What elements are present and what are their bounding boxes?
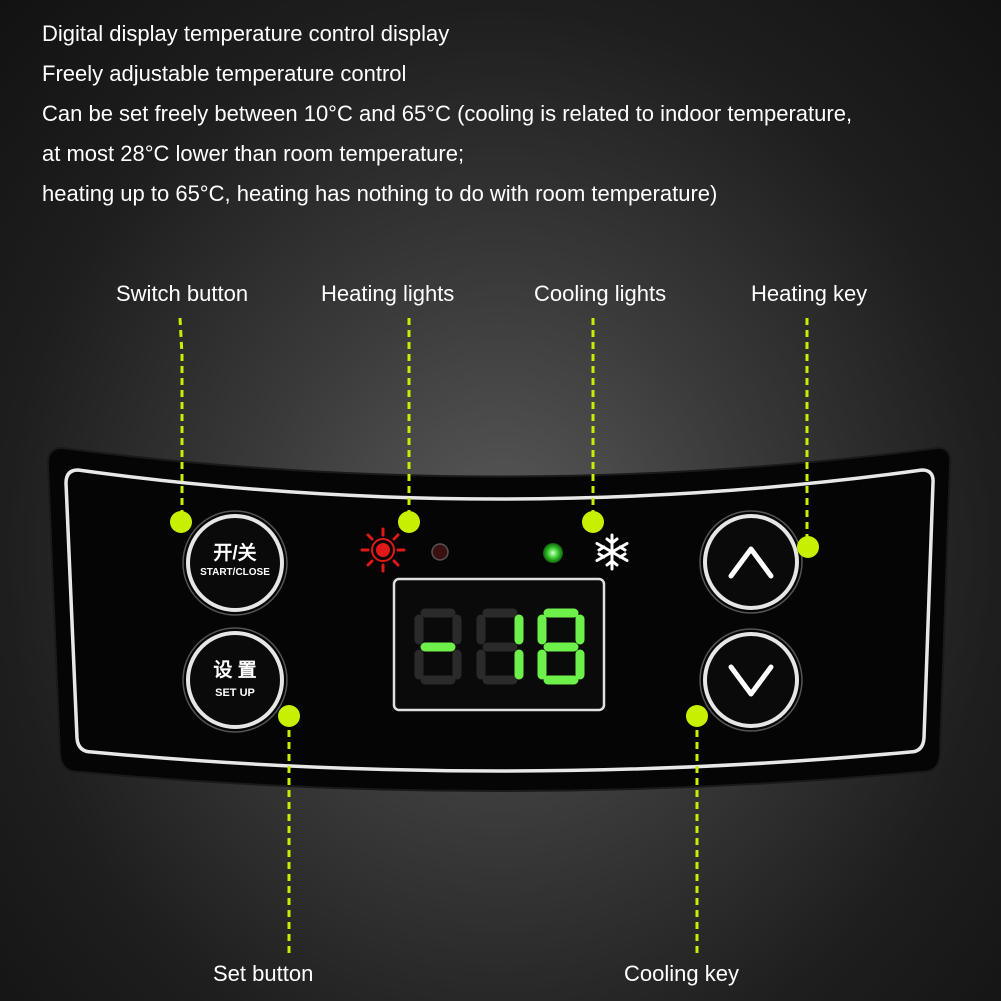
set-up-cn-label: 设 置 [213, 660, 257, 681]
display-digits [414, 608, 585, 685]
up-arrow-icon [728, 546, 774, 579]
description-line: heating up to 65°C, heating has nothing … [42, 181, 718, 206]
sun-icon [360, 527, 406, 573]
heating-lights-label: Heating lights [321, 281, 455, 306]
cooling-lights-label: Cooling lights [534, 281, 667, 306]
heating-led [431, 543, 449, 561]
switch-button-label: Switch button [116, 281, 249, 306]
down-arrow-icon [728, 664, 774, 697]
description-line: Digital display temperature control disp… [42, 21, 450, 46]
set-button-label: Set button [213, 961, 314, 986]
cooling-led [543, 543, 563, 563]
set-up-en-label: SET UP [215, 687, 255, 699]
description-line: at most 28°C lower than room temperature… [42, 141, 465, 166]
panel-outline [64, 468, 935, 773]
description-line: Freely adjustable temperature control [42, 61, 407, 86]
start-close-button [186, 514, 284, 612]
snowflake-icon [595, 533, 629, 571]
cooling-key-label: Cooling key [624, 961, 739, 986]
leader-lines [178, 317, 809, 955]
heating-key-label: Heating key [751, 281, 868, 306]
down-button [703, 632, 799, 728]
start-close-en-label: START/CLOSE [200, 567, 270, 578]
up-button [703, 514, 799, 610]
start-close-cn-label: 开/关 [213, 543, 257, 564]
description-line: Can be set freely between 10°C and 65°C … [42, 101, 853, 126]
callout-dots [170, 511, 819, 727]
set-up-button [186, 631, 284, 729]
description-text: Digital display temperature control disp… [42, 14, 852, 214]
